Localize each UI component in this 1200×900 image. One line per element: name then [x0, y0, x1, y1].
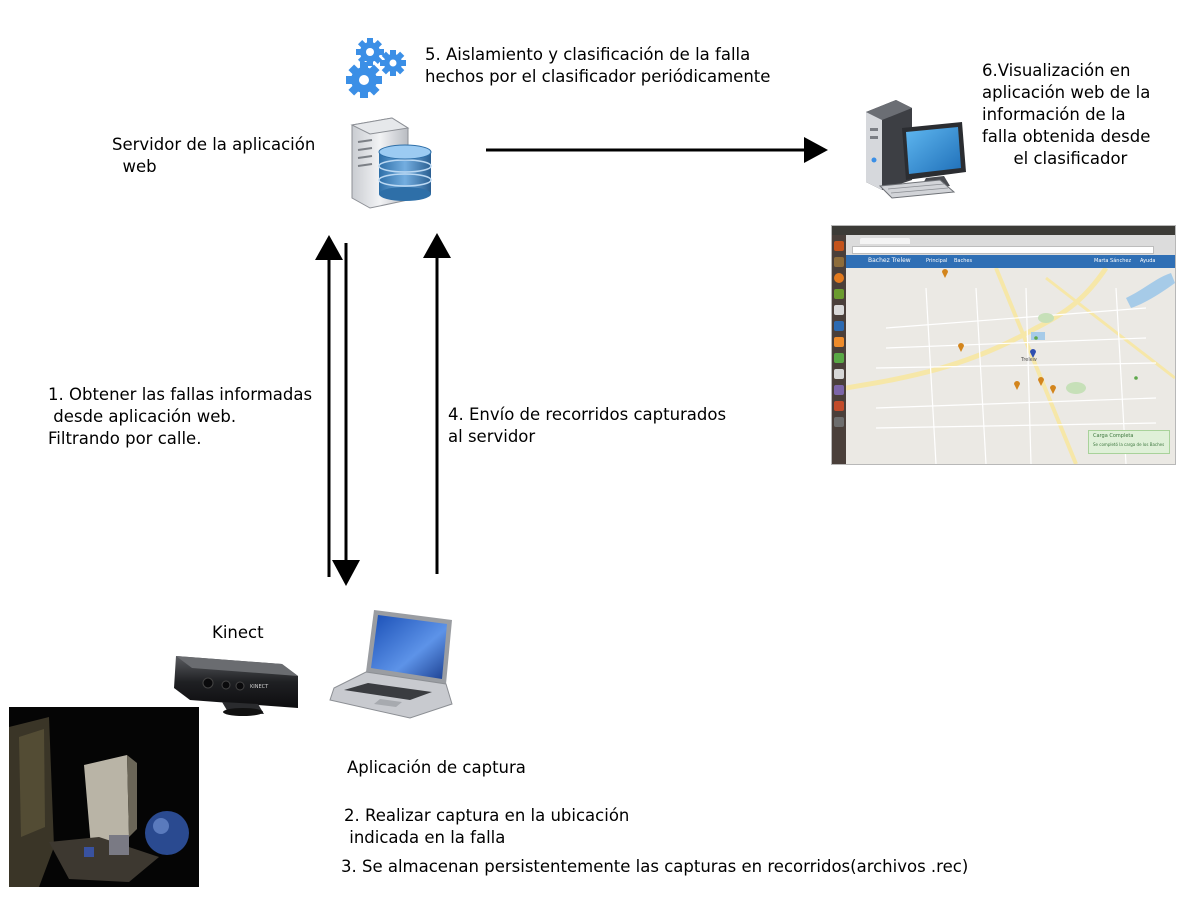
arrow-step1-down: [332, 243, 360, 586]
arrow-step4-up: [423, 233, 451, 574]
notice-title: Carga Completa: [1093, 433, 1134, 439]
server-label: Servidor de la aplicación web: [112, 135, 316, 176]
step6-label: 6.Visualización en aplicación web de la …: [982, 61, 1151, 168]
nav-baches[interactable]: Baches: [954, 258, 973, 264]
capture-app-label: Aplicación de captura: [347, 758, 526, 777]
os-top-bar: [832, 226, 1175, 235]
browser-chrome: [846, 235, 1175, 255]
step1-label: 1. Obtener las fallas informadas desde a…: [48, 385, 313, 448]
notice-text: Se completó la carga de los Baches: [1093, 442, 1165, 447]
os-launcher: [832, 235, 846, 464]
step2-label: 2. Realizar captura en la ubicación indi…: [344, 806, 630, 847]
map-city-label: Trelew: [1020, 357, 1037, 363]
step3-label: 3. Se almacenan persistentemente las cap…: [341, 857, 969, 876]
depth-scene: [9, 707, 199, 887]
nav-principal[interactable]: Principal: [926, 258, 948, 264]
step4-label: 4. Envío de recorridos capturados al ser…: [448, 405, 727, 446]
nav-ayuda[interactable]: Ayuda: [1140, 258, 1156, 264]
app-brand[interactable]: Bachez Trelew: [868, 257, 911, 264]
map-markers: [942, 269, 1056, 394]
arrow-step1-up: [315, 235, 343, 577]
arrow-server-to-client: [486, 137, 828, 163]
kinect-label: Kinect: [212, 623, 264, 642]
nav-user[interactable]: Marta Sánchez: [1094, 258, 1132, 264]
web-app-screenshot: Bachez Trelew Principal Baches Marta Sán…: [831, 225, 1176, 465]
load-complete-notice: Carga Completa Se completó la carga de l…: [1088, 430, 1170, 454]
app-navbar: Bachez Trelew Principal Baches Marta Sán…: [846, 255, 1175, 268]
step5-label: 5. Aislamiento y clasificación de la fal…: [425, 45, 771, 86]
depth-capture-image: [9, 707, 199, 887]
